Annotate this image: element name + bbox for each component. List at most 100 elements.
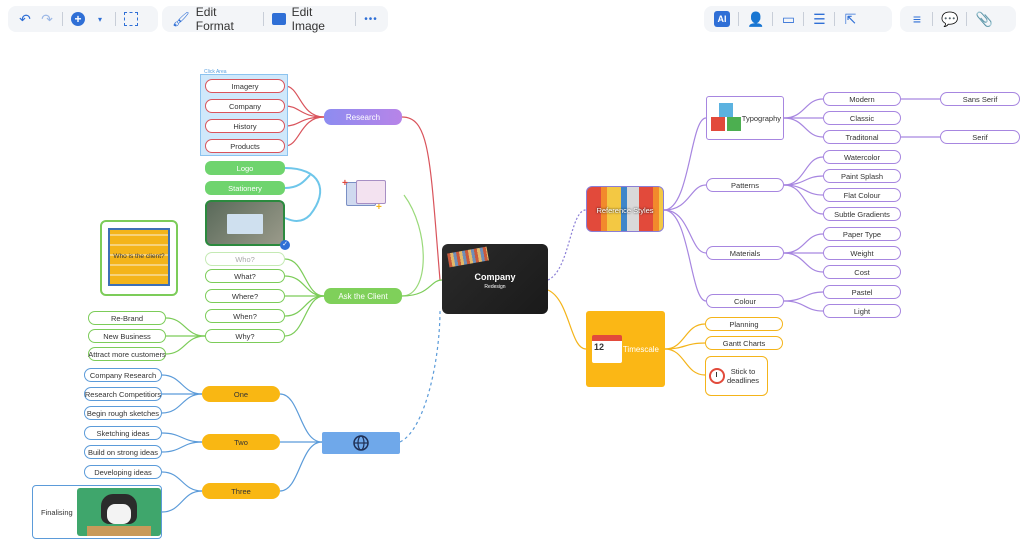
deadlines-label: Stick to deadlines	[726, 367, 760, 385]
toolbar-divider	[803, 12, 805, 26]
typo-serif[interactable]: Serif	[940, 130, 1020, 144]
phase-three[interactable]: Three	[202, 483, 280, 499]
material-paper-type[interactable]: Paper Type	[823, 227, 901, 241]
research-imagery[interactable]: Imagery	[205, 79, 285, 93]
toolbar-divider	[355, 12, 356, 26]
pattern-subtle-gradients[interactable]: Subtle Gradients	[823, 207, 901, 221]
toolbar-divider	[966, 12, 968, 26]
comment-icon[interactable]: 💬	[941, 10, 959, 27]
pencils-image	[447, 246, 489, 268]
edit-format-label: Edit Format	[195, 5, 234, 33]
task-finalising[interactable]: Finalising	[32, 485, 162, 539]
web-design-icon[interactable]: + +	[342, 178, 386, 213]
research-history[interactable]: History	[205, 119, 285, 133]
question-where[interactable]: Where?	[205, 289, 285, 303]
undo-icon[interactable]: ↶	[19, 10, 31, 27]
outline-icon[interactable]: ☰	[813, 10, 826, 27]
typography-node[interactable]: Typography	[706, 96, 784, 140]
toolbar-left: ↶ ↷ + ▾	[8, 6, 158, 32]
pattern-paint-splash[interactable]: Paint Splash	[823, 169, 901, 183]
question-why[interactable]: Why?	[205, 329, 285, 343]
add-user-icon[interactable]: 👤	[747, 10, 765, 27]
finalising-label: Finalising	[41, 507, 73, 517]
task-rough-sketches[interactable]: Begin rough sketches	[84, 406, 162, 420]
toolbar-divider	[738, 12, 739, 26]
ai-button[interactable]: AI	[710, 8, 734, 30]
format-panel-icon[interactable]: ≡	[912, 11, 922, 27]
toolbar-divider	[932, 12, 933, 26]
phase-one[interactable]: One	[202, 386, 280, 402]
edit-format-button[interactable]: 🖌 Edit Format	[168, 5, 259, 33]
question-what[interactable]: What?	[205, 269, 285, 283]
typo-modern[interactable]: Modern	[823, 92, 901, 106]
materials-node[interactable]: Materials	[706, 246, 784, 260]
research-company[interactable]: Company	[205, 99, 285, 113]
typo-classic[interactable]: Classic	[823, 111, 901, 125]
select-area-icon[interactable]	[120, 8, 142, 30]
task-developing-ideas[interactable]: Developing ideas	[84, 465, 162, 479]
ask-client-node[interactable]: Ask the Client	[324, 288, 402, 304]
stationery-node[interactable]: Stationery	[205, 181, 285, 195]
why-rebrand[interactable]: Re-Brand	[88, 311, 166, 325]
material-cost[interactable]: Cost	[823, 265, 901, 279]
timescale-label: Timescale	[622, 344, 659, 354]
reference-styles-label: Reference Styles	[596, 206, 654, 215]
central-subtitle: Redesign	[484, 284, 506, 290]
timescale-deadlines[interactable]: Stick to deadlines	[705, 356, 768, 396]
pattern-watercolor[interactable]: Watercolor	[823, 150, 901, 164]
toolbar-edit: 🖌 Edit Format Edit Image •••	[162, 5, 388, 33]
typo-traditional[interactable]: Traditonal	[823, 130, 901, 144]
selection-area-label: Click Area	[204, 69, 227, 75]
attachment-icon[interactable]: 📎	[975, 10, 993, 27]
cat-image	[77, 488, 161, 536]
who-client-text: Who is the client?	[113, 253, 165, 260]
task-strong-ideas[interactable]: Build on strong ideas	[84, 445, 162, 459]
why-attract-customers[interactable]: Attract more customers	[88, 347, 166, 361]
toolbar-far-right: ≡ 💬 📎	[900, 6, 1016, 32]
toolbar-right: AI 👤 ▭ ☰ ⇱	[704, 6, 892, 32]
chevron-down-icon[interactable]: ▾	[97, 14, 102, 24]
redo-icon[interactable]: ↷	[41, 10, 53, 27]
colour-node[interactable]: Colour	[706, 294, 784, 308]
research-products[interactable]: Products	[205, 139, 285, 153]
pattern-flat-colour[interactable]: Flat Colour	[823, 188, 901, 202]
patterns-node[interactable]: Patterns	[706, 178, 784, 192]
toolbar-divider	[263, 12, 265, 26]
who-client-image[interactable]: Who is the client?	[100, 220, 178, 296]
task-sketching-ideas[interactable]: Sketching ideas	[84, 426, 162, 440]
question-who[interactable]: Who?	[205, 252, 285, 266]
office-image[interactable]	[205, 200, 285, 246]
presentation-icon[interactable]: ▭	[781, 10, 796, 27]
timeline-node[interactable]	[322, 432, 400, 454]
phase-two[interactable]: Two	[202, 434, 280, 450]
calendar-icon: 12	[592, 335, 622, 363]
add-icon[interactable]: +	[67, 8, 89, 30]
timescale-gantt[interactable]: Gantt Charts	[705, 336, 783, 350]
typo-sans-serif[interactable]: Sans Serif	[940, 92, 1020, 106]
logo-node[interactable]: Logo	[205, 161, 285, 175]
question-when[interactable]: When?	[205, 309, 285, 323]
colour-light[interactable]: Light	[823, 304, 901, 318]
edit-image-label: Edit Image	[291, 5, 325, 33]
more-options-button[interactable]: •••	[364, 13, 378, 25]
task-research-competitors[interactable]: Research Competitiors	[84, 387, 162, 401]
toolbar-divider	[115, 12, 116, 26]
research-node[interactable]: Research	[324, 109, 402, 125]
ai-icon: AI	[714, 11, 730, 27]
why-new-business[interactable]: New Business	[88, 329, 166, 343]
calendar-day: 12	[594, 342, 605, 352]
timescale-node[interactable]: 12 Timescale	[586, 311, 665, 387]
toolbar-divider	[772, 12, 774, 26]
toolbar-divider	[62, 12, 63, 26]
material-weight[interactable]: Weight	[823, 246, 901, 260]
export-icon[interactable]: ⇱	[844, 10, 857, 27]
colour-pastel[interactable]: Pastel	[823, 285, 901, 299]
edit-image-button[interactable]: Edit Image	[268, 5, 351, 33]
table-image	[108, 228, 170, 286]
reference-styles-node[interactable]: Reference Styles	[586, 186, 664, 232]
timescale-planning[interactable]: Planning	[705, 317, 783, 331]
task-company-research[interactable]: Company Research	[84, 368, 162, 382]
central-topic[interactable]: Company Redesign	[442, 244, 548, 314]
